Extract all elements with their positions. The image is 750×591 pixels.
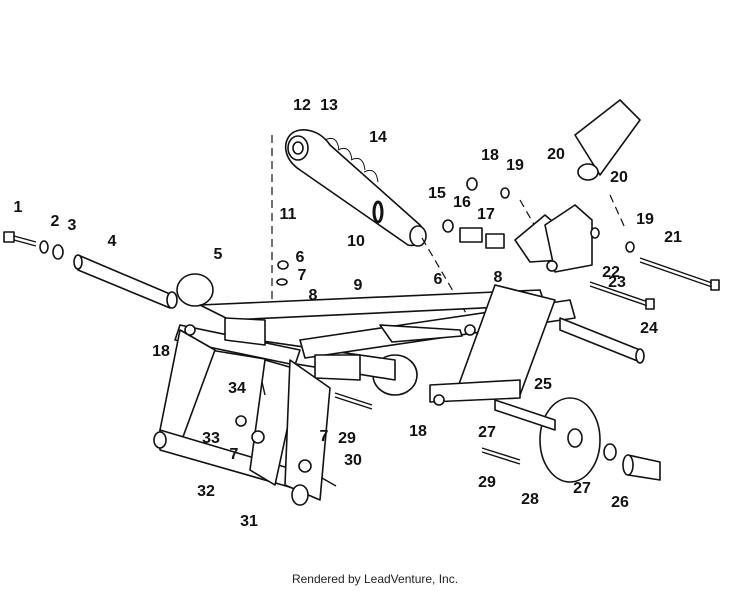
callout-number: 7 xyxy=(320,428,329,445)
render-credit: Rendered by LeadVenture, Inc. xyxy=(291,572,459,586)
callout-number: 7 xyxy=(298,267,307,284)
callout-number: 31 xyxy=(240,513,258,530)
sleeve-part xyxy=(73,254,178,309)
callout-number: 3 xyxy=(68,217,77,234)
callout-number: 14 xyxy=(369,129,387,146)
callout-number: 34 xyxy=(228,380,246,397)
callout-number: 19 xyxy=(506,157,524,174)
callout-number: 9 xyxy=(354,277,363,294)
callout-number: 11 xyxy=(280,206,297,223)
callout-number: 8 xyxy=(309,287,318,304)
callout-number: 20 xyxy=(610,169,628,186)
callout-number: 23 xyxy=(608,274,626,291)
callout-number: 18 xyxy=(481,147,499,164)
callout-number: 27 xyxy=(573,480,591,497)
bracket-part xyxy=(514,204,593,273)
bushing-part xyxy=(485,233,505,249)
link-part xyxy=(379,324,463,343)
bolt-part xyxy=(3,231,37,247)
callout-number: 7 xyxy=(230,446,239,463)
callout-number: 30 xyxy=(344,452,362,469)
callout-number: 10 xyxy=(347,233,365,250)
callout-number: 8 xyxy=(494,269,503,286)
callout-number: 26 xyxy=(611,494,629,511)
strut-tube-part xyxy=(574,99,641,181)
callout-number: 20 xyxy=(547,146,565,163)
callout-number: 29 xyxy=(478,474,496,491)
callout-number: 27 xyxy=(478,424,496,441)
callout-number: 19 xyxy=(636,211,654,228)
washer-part xyxy=(52,244,64,260)
bushing-part xyxy=(459,227,483,243)
callout-number: 17 xyxy=(477,206,495,223)
callout-number: 28 xyxy=(521,491,539,508)
callout-number: 5 xyxy=(214,246,223,263)
callout-number: 13 xyxy=(320,97,338,114)
callout-number: 24 xyxy=(640,320,658,337)
nut-part xyxy=(442,219,454,233)
callout-number: 16 xyxy=(453,194,471,211)
callout-number: 21 xyxy=(664,229,682,246)
callout-number: 12 xyxy=(293,97,311,114)
callout-number: 6 xyxy=(434,271,443,288)
callout-number: 18 xyxy=(152,343,170,360)
wheel-part xyxy=(494,397,601,483)
shock-absorber-part xyxy=(284,129,427,247)
callout-number: 22 xyxy=(602,264,620,281)
callout-number: 4 xyxy=(108,233,117,250)
washer-part xyxy=(39,240,49,254)
callout-number: 18 xyxy=(409,423,427,440)
callout-number: 15 xyxy=(428,185,446,202)
suspension-assembly-drawing xyxy=(3,99,720,506)
callout-number: 1 xyxy=(14,199,23,216)
callout-number: 29 xyxy=(338,430,356,447)
callout-number: 2 xyxy=(51,213,60,230)
callout-number: 32 xyxy=(197,483,215,500)
callout-number: 6 xyxy=(296,249,305,266)
callout-number: 25 xyxy=(534,376,552,393)
callout-number: 33 xyxy=(202,430,220,447)
